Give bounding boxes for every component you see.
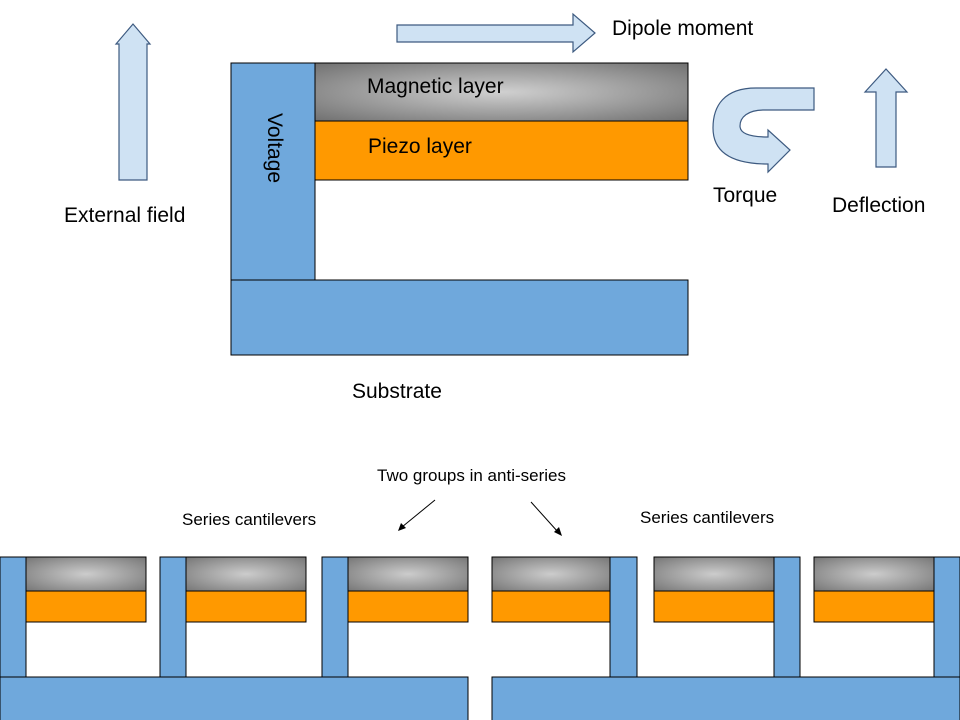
series-cantilevers-right-label: Series cantilevers xyxy=(640,508,774,527)
torque-label: Torque xyxy=(713,184,777,207)
left-piezo-1 xyxy=(25,590,147,623)
right-piezo-3 xyxy=(813,590,935,623)
right-cantilever-group xyxy=(491,556,960,720)
right-substrate xyxy=(491,676,960,720)
pointer-arrowhead-left-icon xyxy=(398,523,406,531)
series-cantilevers-left-label: Series cantilevers xyxy=(182,510,316,529)
left-post-2 xyxy=(159,556,187,678)
external-field-arrow-icon xyxy=(114,23,152,181)
right-piezo-1 xyxy=(491,590,611,623)
right-magnet-1 xyxy=(491,556,611,592)
dipole-moment-arrow-icon xyxy=(396,12,596,54)
right-post-1 xyxy=(609,556,638,678)
left-magnet-3 xyxy=(347,556,469,592)
pointer-arrowhead-right-icon xyxy=(554,527,562,536)
pointer-arrow-left xyxy=(401,499,436,528)
deflection-label: Deflection xyxy=(832,194,925,217)
right-post-3 xyxy=(933,556,960,678)
pointer-arrow-right xyxy=(530,501,559,533)
substrate-label: Substrate xyxy=(352,380,442,403)
external-field-label: External field xyxy=(64,204,185,227)
right-magnet-2 xyxy=(653,556,775,592)
substrate-block xyxy=(230,279,689,356)
piezo-layer xyxy=(314,120,689,181)
deflection-arrow-icon xyxy=(863,68,909,168)
right-magnet-3 xyxy=(813,556,935,592)
left-piezo-2 xyxy=(185,590,307,623)
left-post-1 xyxy=(0,556,27,678)
torque-arrow-icon xyxy=(712,87,815,174)
left-cantilever-group xyxy=(0,556,469,720)
left-piezo-3 xyxy=(347,590,469,623)
voltage-label: Voltage xyxy=(263,113,286,183)
left-post-3 xyxy=(321,556,349,678)
left-substrate xyxy=(0,676,469,720)
magnetic-layer xyxy=(314,62,689,122)
magnetic-layer-label: Magnetic layer xyxy=(367,75,504,98)
voltage-electrode xyxy=(230,62,316,281)
right-piezo-2 xyxy=(653,590,775,623)
main-cantilever xyxy=(230,62,689,356)
anti-series-label: Two groups in anti-series xyxy=(377,466,566,485)
left-magnet-1 xyxy=(25,556,147,592)
right-post-2 xyxy=(773,556,801,678)
piezo-layer-label: Piezo layer xyxy=(368,135,472,158)
dipole-moment-label: Dipole moment xyxy=(612,17,753,40)
left-magnet-2 xyxy=(185,556,307,592)
